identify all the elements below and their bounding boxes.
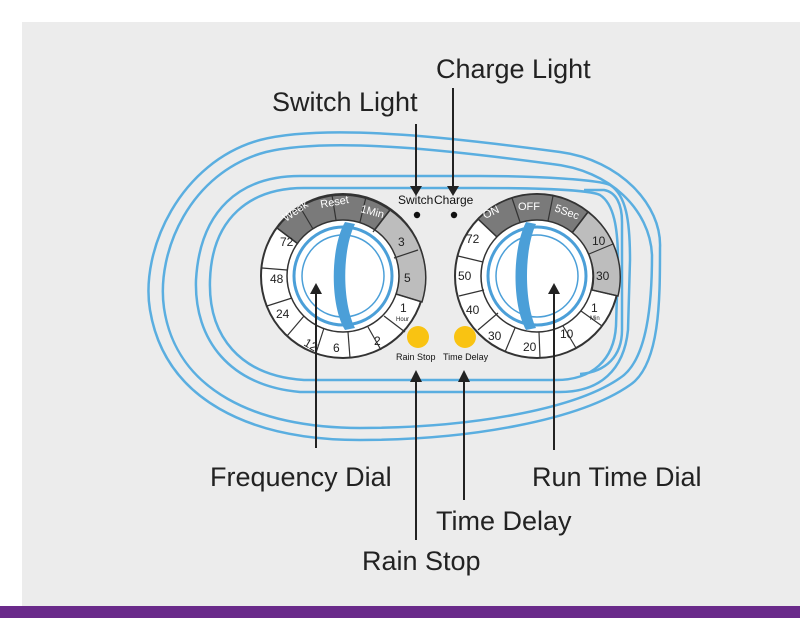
frequency-label-1min: 1Min (359, 203, 385, 221)
switch-light-indicator (413, 211, 421, 219)
run-time-label-min: Min (590, 316, 600, 322)
run-time-label-50: 50 (458, 269, 472, 283)
frequency-label-1: 1 (400, 301, 407, 315)
frequency-label-24: 24 (276, 307, 290, 321)
run-time-label-off: OFF (518, 201, 540, 213)
rain-stop-button[interactable] (407, 326, 429, 348)
frequency-label-5: 5 (404, 271, 411, 285)
callout-charge-light: Charge Light (436, 54, 591, 84)
callout-switch-light: Switch Light (272, 87, 418, 117)
callout-time-delay: Time Delay (436, 506, 572, 536)
run-time-dial[interactable]: ON OFF 5Sec 10 30 1 Min 10 20 30 40 50 7… (454, 193, 621, 359)
callout-arrows (310, 88, 560, 540)
run-time-label-20: 20 (523, 340, 537, 354)
run-time-dial-knob-grip[interactable] (515, 222, 537, 330)
frequency-dial-ticks (261, 194, 423, 359)
run-time-dial-knob-inner (495, 234, 579, 318)
frequency-dial[interactable]: Week Reset 1Min 3 5 1 Hour 2 6 12 24 48 … (260, 193, 427, 359)
callout-rain-stop: Rain Stop (362, 546, 481, 576)
frequency-label-reset: Reset (319, 194, 349, 211)
run-time-dial-knob[interactable] (486, 225, 588, 327)
run-time-dial-ticks (457, 195, 619, 359)
frequency-dial-knob-grip[interactable] (333, 222, 355, 330)
charge-light-indicator (450, 211, 458, 219)
frequency-label-2: 2 (374, 334, 381, 348)
run-time-label-1: 1 (591, 301, 598, 315)
callout-frequency-dial: Frequency Dial (210, 462, 392, 492)
frequency-label-hour: Hour (396, 317, 409, 323)
run-time-label-72: 72 (466, 232, 480, 246)
run-time-label-10b: 10 (560, 327, 574, 341)
frequency-label-6: 6 (333, 341, 340, 355)
time-delay-panel-label: Time Delay (443, 352, 489, 362)
frequency-label-72: 72 (280, 235, 294, 249)
rain-stop-panel-label: Rain Stop (396, 352, 436, 362)
charge-panel-label: Charge (434, 193, 474, 207)
run-time-label-40: 40 (466, 303, 480, 317)
run-time-label-30b: 30 (488, 329, 502, 343)
time-delay-button[interactable] (454, 326, 476, 348)
frequency-label-3: 3 (398, 235, 405, 249)
run-time-label-30: 30 (596, 269, 610, 283)
frequency-label-48: 48 (270, 272, 284, 286)
device-outline (147, 131, 662, 442)
callout-run-time-dial: Run Time Dial (532, 462, 702, 492)
bottom-bar (0, 606, 800, 618)
run-time-label-10: 10 (592, 234, 606, 248)
switch-panel-label: Switch (398, 193, 433, 207)
